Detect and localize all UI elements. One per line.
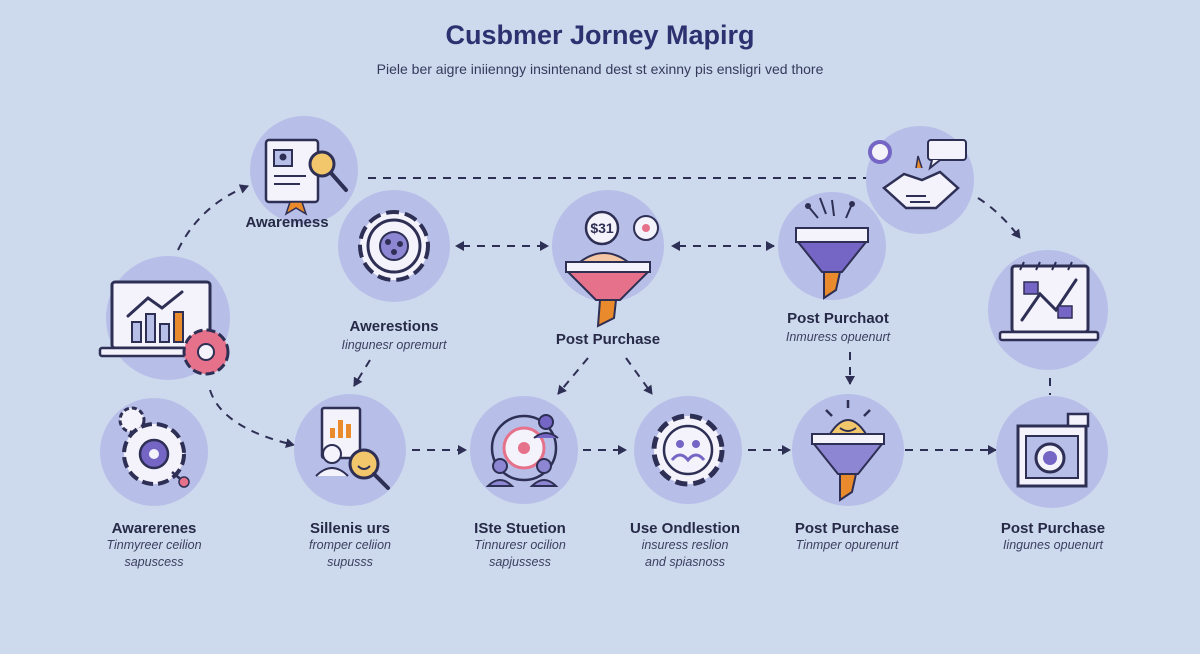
label-awerestions: Awerestions Iingunesr opremurt (314, 318, 474, 354)
laptop-chart-icon (98, 256, 230, 380)
connector-post-down-right (625, 357, 653, 395)
gear-icon (338, 190, 450, 302)
price-tag-text: $31 (590, 220, 614, 236)
page-title: Cusbmer Jorney Mapirg (445, 20, 755, 50)
stage-label-3: ISte Stuetion Tinnuresr ocilion sapjusse… (440, 520, 600, 571)
filter-funnel-icon (778, 192, 886, 300)
sun-funnel-icon (792, 394, 904, 506)
label-post-purchase-center: Post Purchase (528, 331, 688, 348)
price-funnel-icon: $31 (552, 190, 664, 328)
stage-4-title: Use Ondlestion (629, 520, 741, 537)
connector-left-up (177, 184, 249, 251)
connector-awerestions-down (353, 359, 371, 387)
gear-settings-icon (100, 398, 208, 506)
stage-label-6: Post Purchase Iingunes opuenurt (973, 520, 1133, 554)
photo-camera-icon (996, 396, 1108, 508)
laptop-analytics-icon (988, 250, 1108, 370)
connector-post-down-left (557, 357, 589, 395)
stage-2-line2: supusss (327, 555, 373, 569)
stage-2-line1: fromper celiion (309, 538, 391, 552)
connector-lines (177, 177, 1051, 455)
label-awerestions-title: Awerestions (349, 318, 439, 335)
stage-label-4: Use Ondlestion insuress reslion and spia… (605, 520, 765, 571)
stage-1-title: Awarerenes (111, 520, 197, 537)
stage-3-line2: sapjussess (489, 555, 551, 569)
stage-1-line2: sapuscess (124, 555, 184, 569)
stage-4-line2: and spiasnoss (645, 555, 725, 569)
stage-6-title: Post Purchase (1000, 520, 1106, 537)
stage-5-title: Post Purchase (794, 520, 900, 537)
connector-handshake-down (977, 197, 1021, 239)
stage-3-line1: Tinnuresr ocilion (474, 538, 566, 552)
stage-2-title: Sillenis urs (309, 520, 391, 537)
stage-3-title: ISte Stuetion (474, 520, 566, 537)
stage-label-1: Awarerenes Tinmyreer ceilion sapuscess (79, 520, 229, 571)
label-awaremess: Awaremess (222, 214, 352, 231)
label-post-purchaot-sub: Inmuress opuenurt (785, 330, 891, 344)
gear-people-icon (634, 396, 742, 504)
stage-5-line1: Tinmper opurenurt (795, 538, 899, 552)
stage-label-5: Post Purchase Tinmper opurenurt (767, 520, 927, 554)
report-search-icon (294, 394, 406, 506)
document-search-icon (250, 116, 358, 224)
stage-label-2: Sillenis urs fromper celiion supusss (270, 520, 430, 571)
label-awerestions-sub: Iingunesr opremurt (341, 338, 447, 352)
stage-6-line1: Iingunes opuenurt (1002, 538, 1104, 552)
team-target-icon (470, 396, 578, 504)
connector-left-curve (209, 389, 295, 449)
handshake-icon (866, 126, 974, 234)
label-awaremess-title: Awaremess (245, 214, 329, 231)
label-post-purchase-center-title: Post Purchase (555, 331, 661, 348)
label-post-purchaot: Post Purchaot Inmuress opuenurt (758, 310, 918, 346)
page-subtitle: Piele ber aigre iniienngy insintenand de… (376, 61, 824, 77)
label-post-purchaot-title: Post Purchaot (787, 310, 889, 327)
stage-4-line1: insuress reslion (641, 538, 729, 552)
stage-1-line1: Tinmyreer ceilion (106, 538, 202, 552)
